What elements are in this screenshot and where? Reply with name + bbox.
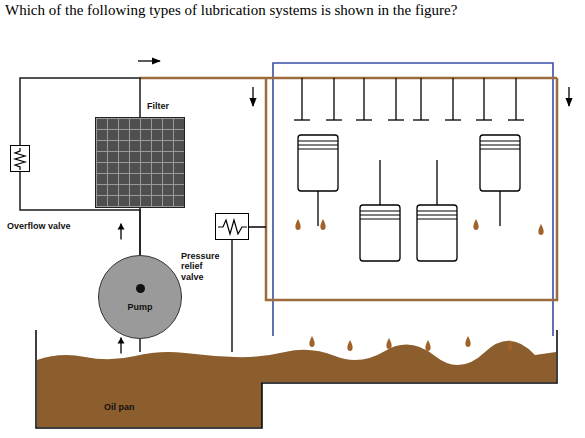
part-label: Pressure relief valve (181, 251, 227, 282)
crank-bar (356, 119, 372, 120)
spring-line (218, 220, 247, 234)
crank-bar (413, 119, 429, 120)
piston-rod (317, 191, 318, 226)
piston-rod (499, 191, 500, 226)
pump-circle: Pump (98, 255, 182, 339)
oil-drop (386, 338, 391, 349)
relief-pipe (249, 226, 266, 228)
crank-bar (388, 119, 404, 120)
crank-rod (301, 78, 302, 120)
part-label: Pump (99, 302, 181, 312)
oil-pan: Oil pan (36, 352, 556, 427)
crank-rod (363, 78, 364, 120)
arrow-head (118, 224, 125, 230)
pistons (294, 78, 524, 261)
oil-drop (347, 340, 352, 351)
oil-pipe (231, 240, 233, 352)
flow-arrow (568, 87, 569, 106)
piston-ring (360, 219, 400, 220)
crank-bar (508, 119, 524, 120)
piston-ring (480, 141, 520, 142)
crank-rod (452, 78, 453, 120)
piston-ring (417, 219, 457, 220)
piston-rod (436, 160, 437, 205)
flow-arrow (252, 87, 253, 106)
spring-symbol (11, 146, 29, 171)
oil-drops (295, 219, 543, 351)
crank-rod (515, 78, 516, 120)
overflow-valve-box: Overflow valve (10, 145, 30, 172)
oil-drop (425, 340, 430, 351)
piston (480, 135, 520, 191)
crank-rod (483, 78, 484, 120)
oil-drop (507, 340, 512, 351)
oil-fill (37, 341, 556, 427)
piston-ring (480, 145, 520, 146)
oil-drop (465, 336, 470, 347)
piston (417, 205, 457, 261)
oil-drop (473, 219, 478, 230)
piston-rod (379, 160, 380, 205)
piston-ring (480, 149, 520, 150)
oil-drop (538, 224, 543, 235)
piston-ring (417, 211, 457, 212)
question-title: Which of the following types of lubricat… (5, 2, 457, 19)
crank-bar (476, 119, 492, 120)
piston-ring (417, 215, 457, 216)
flow-arrow (138, 60, 160, 61)
engine-block-outline (273, 63, 553, 336)
arrow-head (118, 338, 125, 344)
filter-element: Filter (95, 117, 185, 208)
piston-ring (360, 215, 400, 216)
part-label: Oil pan (104, 402, 135, 412)
crank-bar (445, 119, 461, 120)
part-label: Overflow valve (7, 221, 71, 231)
spring-symbol (216, 214, 248, 239)
piston-ring (298, 141, 338, 142)
crank-rod (333, 78, 334, 120)
oil-gallery (140, 78, 557, 300)
pipe-connector (118, 338, 141, 354)
crank-bar (326, 119, 342, 120)
piston (360, 205, 400, 261)
relief-valve-box: Pressure relief valve (215, 213, 249, 240)
piston (298, 135, 338, 191)
oil-drop (295, 219, 300, 230)
oil-drop (309, 336, 314, 347)
pump-shaft (136, 284, 145, 293)
piston-ring (298, 149, 338, 150)
crank-rod (395, 78, 396, 120)
crank-rod (420, 78, 421, 120)
piston-ring (298, 145, 338, 146)
part-label: Filter (147, 101, 169, 111)
oil-pipe (139, 339, 141, 352)
pipe-connector (232, 240, 233, 352)
spring-line (15, 148, 25, 170)
pipe-connector (118, 208, 141, 255)
oil-drop (320, 219, 325, 230)
piston-ring (360, 211, 400, 212)
pan-outline (36, 330, 557, 428)
crank-bar (294, 119, 310, 120)
